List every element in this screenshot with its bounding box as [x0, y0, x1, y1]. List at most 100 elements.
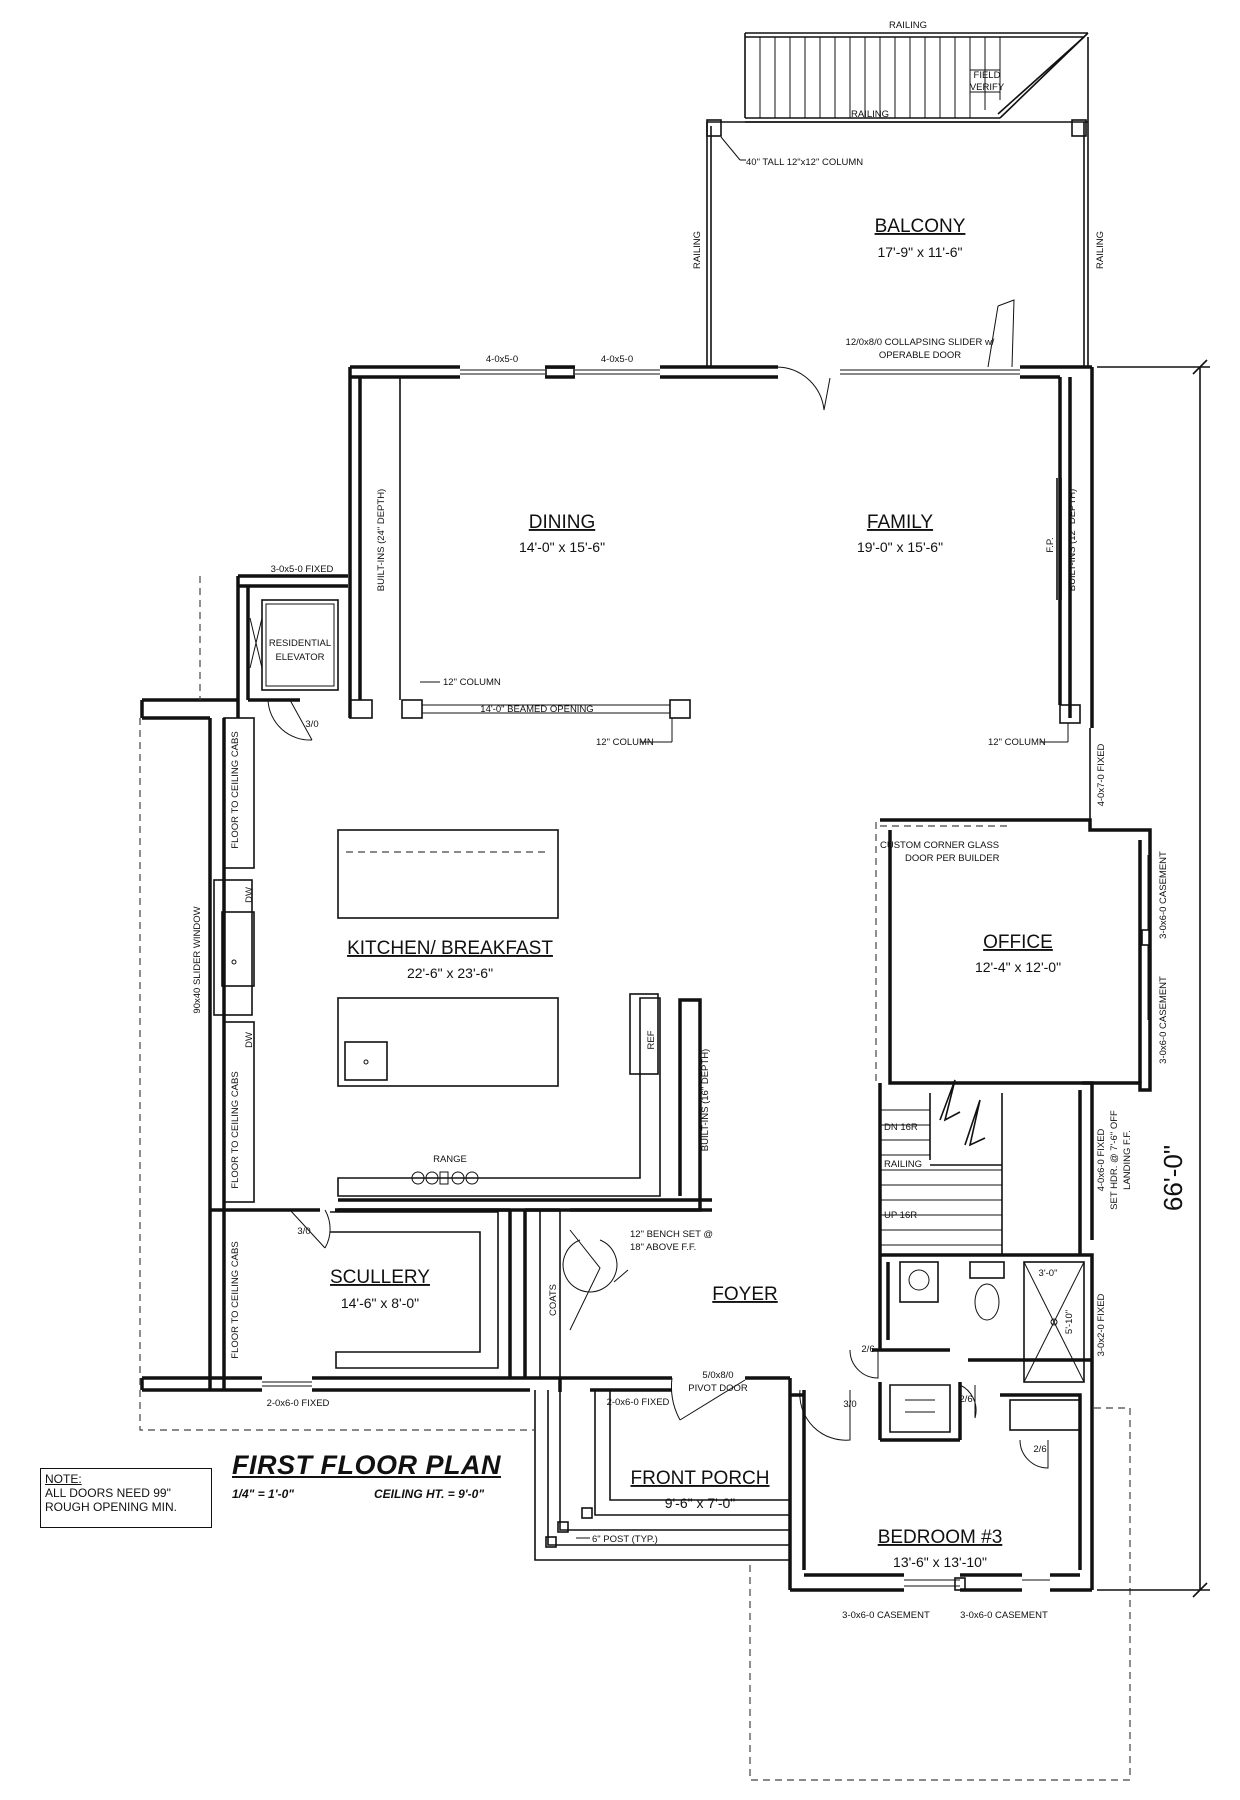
porch-dims: 9'-6" x 7'-0" [665, 1495, 736, 1511]
deck-stair-treads [759, 37, 1001, 118]
dishwasher-b: DW [244, 1032, 255, 1048]
builtins-24-label: BUILT-INS (24" DEPTH) [376, 489, 387, 591]
corner-glass-label-2: DOOR PER BUILDER [905, 853, 1000, 864]
range-counter [337, 993, 712, 1212]
stairs [878, 1079, 1094, 1395]
bedroom-3 [788, 1378, 1094, 1592]
scullery-dims: 14'-6" x 8'-0" [341, 1295, 419, 1311]
porch-name: FRONT PORCH [631, 1468, 770, 1489]
window-4x5-a: 4-0x5-0 [486, 354, 518, 365]
dining-name: DINING [529, 512, 596, 533]
window-4x5-b: 4-0x5-0 [601, 354, 633, 365]
window-2x6-a: 2-0x6-0 FIXED [267, 1398, 330, 1409]
door-30-a: 3/0 [305, 719, 318, 730]
shower-height: 5'-10" [1064, 1310, 1075, 1334]
kitchen-islands [337, 829, 559, 1087]
stair-railing-label: RAILING [884, 1159, 922, 1170]
slider-label-2: OPERABLE DOOR [879, 350, 961, 361]
casement-d: 3-0x6-0 CASEMENT [960, 1610, 1048, 1621]
column-40-label: 40" TALL 12"x12" COLUMN [746, 157, 863, 168]
dishwasher-a: DW [244, 887, 255, 903]
balcony-dims: 17'-9" x 11'-6" [877, 244, 962, 260]
column-label-b: 12" COLUMN [596, 737, 654, 748]
window-4x7-fixed: 4-0x7-0 FIXED [1096, 743, 1107, 806]
fireplace-label: F.P. [1045, 537, 1056, 552]
pivot-label-1: 5/0x8/0 [702, 1370, 733, 1381]
casement-a: 3-0x6-0 CASEMENT [1158, 851, 1169, 939]
post-label: 6" POST (TYP.) [592, 1534, 658, 1545]
slider-label-1: 12/0x8/0 COLLAPSING SLIDER w/ [846, 337, 995, 348]
builtins-16-label: BUILT-INS (16" DEPTH) [700, 1049, 711, 1151]
doors [267, 299, 1015, 1441]
field-label: FIELD [974, 70, 1001, 81]
railing-right-label: RAILING [1095, 231, 1106, 269]
bedroom-name: BEDROOM #3 [878, 1527, 1003, 1548]
office [875, 728, 1152, 1092]
window-3x2-fixed: 3-0x2-0 FIXED [1096, 1293, 1107, 1356]
verify-label: VERIFY [970, 82, 1005, 93]
range-label: RANGE [433, 1154, 467, 1165]
railing-left-label: RAILING [692, 231, 703, 269]
set-header-label-2: LANDING F.F. [1122, 1130, 1133, 1190]
window-3x5-fixed: 3-0x5-0 FIXED [271, 564, 334, 575]
office-name: OFFICE [983, 932, 1053, 953]
kitchen-dims: 22'-6" x 23'-6" [407, 965, 493, 981]
ref-label: REF [646, 1030, 657, 1049]
railing-mid-label: RAILING [851, 109, 889, 120]
leader-lines [420, 681, 1069, 1539]
exterior-walls [140, 365, 1094, 1392]
floor-cabs-b: FLOOR TO CEILING CABS [230, 1071, 241, 1188]
note-box: NOTE: ALL DOORS NEED 99" ROUGH OPENING M… [40, 1468, 212, 1528]
corner-glass-label-1: CUSTOM CORNER GLASS [880, 840, 999, 851]
bench-label-1: 12" BENCH SET @ [630, 1229, 713, 1240]
foyer [525, 1208, 746, 1421]
door-26-c: 2/6 [1033, 1444, 1046, 1455]
door-30-c: 3/0 [843, 1399, 856, 1410]
dashed-outlines [139, 576, 1131, 1781]
builtins-12-label: BUILT-INS (12" DEPTH) [1067, 489, 1078, 591]
note-line-2: ROUGH OPENING MIN. [45, 1500, 178, 1514]
plan-title: FIRST FLOOR PLAN [232, 1450, 501, 1480]
bench-label-2: 18" ABOVE F.F. [630, 1242, 696, 1253]
balcony-area [706, 32, 1089, 367]
scullery-name: SCULLERY [330, 1267, 430, 1288]
family-dims: 19'-0" x 15'-6" [857, 539, 943, 555]
balcony-name: BALCONY [875, 216, 966, 237]
overall-dimension: 66'-0" [1158, 1145, 1188, 1211]
coats-label: COATS [548, 1284, 559, 1316]
column-label-a: 12" COLUMN [443, 677, 501, 688]
bedroom-dims: 13'-6" x 13'-10" [893, 1554, 987, 1570]
bath [849, 1255, 1092, 1442]
stair-up-label: UP 16R [884, 1210, 917, 1221]
window-2x6-b: 2-0x6-0 FIXED [607, 1397, 670, 1408]
dining-dims: 14'-0" x 15'-6" [519, 539, 605, 555]
plan-scale: 1/4" = 1'-0" [232, 1487, 294, 1501]
set-header-label-1: SET HDR. @ 7'-6" OFF [1109, 1110, 1120, 1210]
beamed-opening-label: 14'-0" BEAMED OPENING [480, 704, 593, 715]
pivot-label-2: PIVOT DOOR [688, 1383, 748, 1394]
railing-top-label: RAILING [889, 20, 927, 31]
note-line-1: ALL DOORS NEED 99" [45, 1486, 171, 1500]
casement-c: 3-0x6-0 CASEMENT [842, 1610, 930, 1621]
plan-ceiling-height: CEILING HT. = 9'-0" [374, 1487, 485, 1501]
casement-b: 3-0x6-0 CASEMENT [1158, 976, 1169, 1064]
shower-width: 3'-0" [1039, 1268, 1058, 1279]
stair-down-label: DN 16R [884, 1122, 918, 1133]
overall-dimension-line [1097, 359, 1210, 1598]
column-label-c: 12" COLUMN [988, 737, 1046, 748]
slider-window-label: 90x40 SLIDER WINDOW [192, 906, 203, 1013]
door-26-b: 2/6 [959, 1394, 972, 1405]
elevator-label-1: RESIDENTIAL [269, 638, 331, 649]
elevator-label-2: ELEVATOR [275, 652, 324, 663]
kitchen-name: KITCHEN/ BREAKFAST [347, 938, 553, 959]
foyer-name: FOYER [712, 1284, 777, 1305]
floor-cabs-c: FLOOR TO CEILING CABS [230, 1241, 241, 1358]
scullery [210, 1208, 527, 1378]
family-name: FAMILY [867, 512, 933, 533]
labels: RAILING RAILING FIELD VERIFY 40" TALL 12… [192, 20, 1188, 1621]
office-dims: 12'-4" x 12'-0" [975, 959, 1061, 975]
note-title: NOTE: [45, 1472, 82, 1486]
floor-cabs-a: FLOOR TO CEILING CABS [230, 731, 241, 848]
front-porch [534, 1390, 790, 1561]
